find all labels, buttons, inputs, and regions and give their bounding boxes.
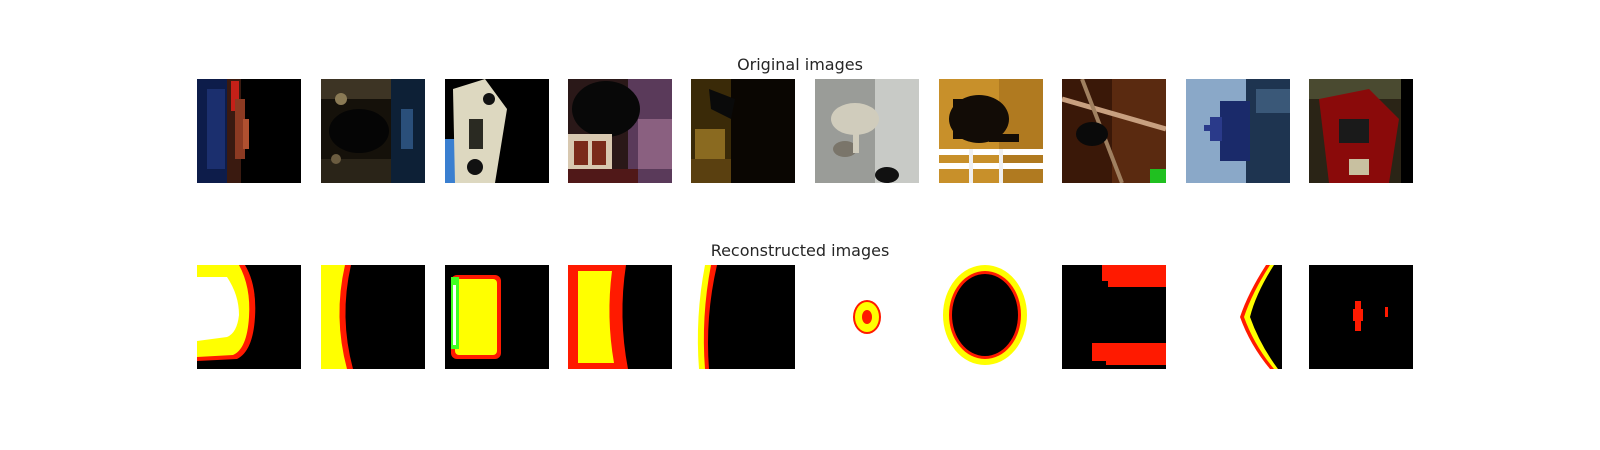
reconstructed-image-8 [1062,265,1166,369]
original-image-2 [321,79,425,183]
reconstructed-image-9 [1186,265,1290,369]
original-image-8 [1062,79,1166,183]
original-images-row [0,79,1600,183]
original-image-3 [445,79,549,183]
reconstructed-image-7 [939,265,1043,369]
reconstructed-image-1 [197,265,301,369]
original-image-10 [1309,79,1413,183]
original-image-4 [568,79,672,183]
original-image-6 [815,79,919,183]
original-image-1 [197,79,301,183]
reconstructed-image-5 [691,265,795,369]
reconstructed-image-10 [1309,265,1413,369]
original-image-5 [691,79,795,183]
reconstructed-image-6 [815,265,919,369]
reconstructed-image-3 [445,265,549,369]
reconstructed-images-title: Reconstructed images [710,241,890,260]
reconstructed-image-4 [568,265,672,369]
original-image-9 [1186,79,1290,183]
reconstructed-image-2 [321,265,425,369]
original-image-7 [939,79,1043,183]
original-images-title: Original images [737,55,863,74]
reconstructed-images-row [0,265,1600,369]
